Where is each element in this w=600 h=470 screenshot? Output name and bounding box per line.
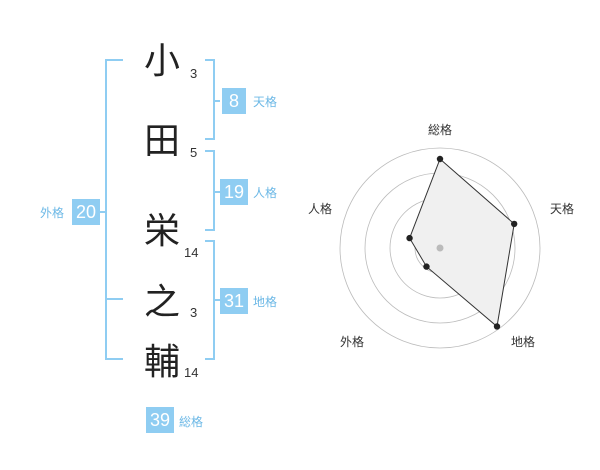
tenkaku-bracket xyxy=(205,59,215,140)
stroke-count-5: 14 xyxy=(184,365,199,380)
radar-axis-label-2: 天格 xyxy=(550,201,574,216)
soukaku-value-box: 39 xyxy=(146,407,174,433)
stroke-count-1: 3 xyxy=(190,66,198,81)
soukaku-label: 総格 xyxy=(179,415,204,429)
radar-point-4 xyxy=(423,263,430,270)
stroke-count-4: 3 xyxy=(190,305,198,320)
name-char-5: 輔 xyxy=(143,342,180,383)
radar-ring-4 xyxy=(339,147,541,349)
radar-point-3 xyxy=(493,323,501,330)
radar-area xyxy=(409,158,515,328)
jinkaku-value-box: 19 xyxy=(220,179,248,205)
tenkaku-value-box: 8 xyxy=(222,88,246,114)
gaikaku-value-box: 20 xyxy=(72,199,100,225)
stroke-count-2: 5 xyxy=(190,145,198,160)
chikaku-value-box: 31 xyxy=(220,288,248,314)
chikaku-label: 地格 xyxy=(253,295,278,309)
radar-axis-label-1: 総格 xyxy=(428,122,452,137)
gaikaku-bracket xyxy=(105,59,123,360)
jinkaku-bracket xyxy=(205,150,215,231)
radar-axis-label-4: 外格 xyxy=(340,334,364,349)
name-char-3: 栄 xyxy=(143,211,180,252)
name-char-1: 小 xyxy=(143,41,180,82)
name-char-2: 田 xyxy=(143,121,180,162)
radar-point-1 xyxy=(436,155,444,163)
name-char-4: 之 xyxy=(143,282,180,323)
jinkaku-label: 人格 xyxy=(253,186,278,200)
radar-point-2 xyxy=(510,220,518,228)
radar-axis-label-3: 地格 xyxy=(511,334,535,349)
radar-point-5 xyxy=(406,234,413,242)
stroke-count-3: 14 xyxy=(184,245,199,260)
radar-center-dot xyxy=(436,244,444,252)
gaikaku-label: 外格 xyxy=(40,206,65,220)
tenkaku-label: 天格 xyxy=(253,95,278,109)
radar-axis-label-5: 人格 xyxy=(308,201,332,216)
